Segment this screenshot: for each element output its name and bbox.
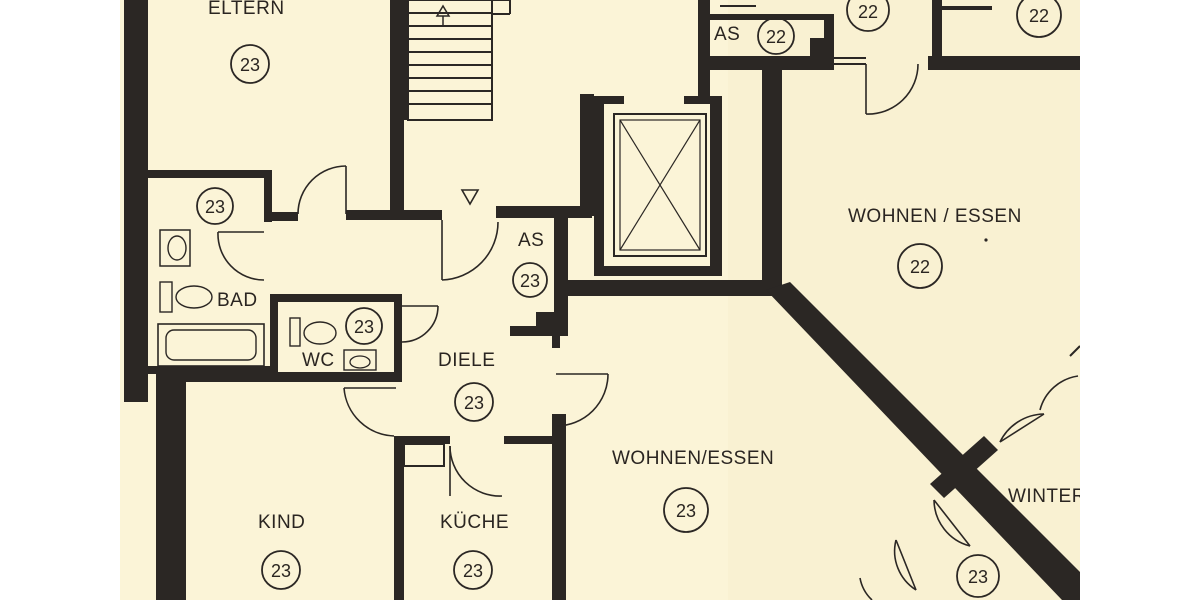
toilet-icon: [159, 281, 213, 313]
wall-stair-right: [404, 0, 409, 120]
wall-top-as-bottom: [698, 56, 832, 70]
elevator-icon: [613, 113, 707, 257]
wall-elevator-frame-top-r: [684, 96, 722, 104]
wall-as-right: [554, 206, 568, 336]
room-number-as-top: 22: [757, 17, 795, 55]
svg-text:22: 22: [858, 2, 878, 22]
kitchen-cabinet: [403, 443, 445, 467]
wc-sink-icon: [343, 349, 377, 371]
wall-top-right-header: [942, 6, 992, 10]
wall-elevator-left: [580, 94, 594, 216]
walls: [124, 0, 1080, 600]
svg-text:23: 23: [464, 393, 484, 413]
wall-elevator-frame-left: [594, 96, 604, 276]
thin-lines: [720, 5, 1081, 357]
wall-elevator-frame-bottom: [594, 266, 722, 276]
wall-diagonal: [766, 282, 1080, 600]
wall-diagonal-cross: [930, 436, 998, 498]
room-label-winter: WINTER: [1008, 486, 1086, 507]
wall-eltern-bottom: [346, 210, 442, 220]
room-label-wohnen-left: WOHNEN/ESSEN: [612, 448, 774, 469]
bathtub-icon: [157, 323, 265, 367]
wall-kueche-right: [552, 436, 566, 600]
svg-text:22: 22: [766, 27, 786, 47]
room-number-kind: 23: [261, 550, 301, 590]
wall-bad-top: [148, 170, 270, 178]
wall-bad-wc-divider: [270, 294, 278, 374]
room-number-top-right: 22: [1016, 0, 1062, 38]
wall-eltern-bottom-left: [268, 212, 298, 221]
room-number-bottom-right: 23: [956, 554, 1000, 598]
svg-text:23: 23: [205, 197, 225, 217]
wall-bad-right: [264, 170, 272, 222]
room-number-wc: 23: [345, 307, 383, 345]
svg-text:23: 23: [463, 561, 483, 581]
wall-elevator-frame-right: [710, 96, 722, 276]
wall-wc-right: [394, 294, 402, 380]
room-label-bad: BAD: [217, 290, 258, 311]
wall-top-as-box: [810, 38, 828, 60]
wall-bad-bottom: [148, 366, 272, 374]
room-label-kind: KIND: [258, 512, 305, 533]
room-number-diele: 23: [454, 382, 494, 422]
wall-top-right-vertical: [932, 0, 942, 68]
wall-corridor-horizontal: [554, 280, 782, 296]
svg-text:23: 23: [520, 271, 540, 291]
wall-eltern-right: [390, 0, 404, 216]
room-number-eltern: 23: [230, 44, 270, 84]
svg-text:23: 23: [354, 317, 374, 337]
room-number-as-left: 23: [512, 262, 548, 298]
outer-wall-left: [124, 0, 148, 402]
svg-text:23: 23: [271, 561, 291, 581]
wall-kueche-top-right: [504, 436, 566, 444]
room-label-as-left: AS: [518, 230, 544, 251]
room-label-wohnen-right: WOHNEN / ESSEN: [848, 206, 1022, 227]
svg-text:22: 22: [1029, 6, 1049, 26]
room-label-kueche: KÜCHE: [440, 512, 509, 533]
wall-top-as-right: [824, 14, 834, 70]
room-number-kueche: 23: [453, 550, 493, 590]
room-number-bad: 23: [196, 187, 234, 225]
room-label-wc: WC: [302, 350, 335, 371]
svg-text:23: 23: [676, 501, 696, 521]
wall-elevator-frame-top-l: [594, 96, 624, 104]
sink-icon: [159, 229, 191, 267]
wall-top-right-horizontal: [928, 56, 1080, 70]
wall-top-as-top: [706, 14, 832, 20]
room-number-wohnen-right: 22: [897, 243, 943, 289]
margin-right: [1080, 0, 1200, 600]
wall-as-top: [496, 206, 592, 218]
ink-dot: [984, 238, 988, 242]
margin-left: [0, 0, 120, 600]
svg-text:23: 23: [240, 55, 260, 75]
wall-kueche-top-left: [394, 436, 450, 444]
doors: [217, 63, 1079, 600]
wall-as-corner: [536, 312, 566, 336]
room-label-diele: DIELE: [438, 350, 495, 371]
wall-wc-bottom: [156, 372, 402, 382]
svg-text:23: 23: [968, 567, 988, 587]
room-label-eltern: ELTERN: [208, 0, 285, 19]
stair-down-arrow-icon: [460, 189, 480, 206]
wall-top-left-stub: [698, 0, 710, 96]
wall-corridor-vertical: [762, 60, 782, 296]
room-number-top-mid: 22: [846, 0, 890, 32]
svg-text:22: 22: [910, 257, 930, 277]
wall-kueche-left: [394, 436, 404, 600]
room-number-wohnen-left: 23: [663, 487, 709, 533]
wall-diele-right-stub2: [552, 414, 566, 444]
wall-diele-right-stub: [552, 336, 560, 348]
wall-wc-top: [270, 294, 402, 302]
wc-toilet-icon: [289, 317, 337, 347]
room-label-as-top: AS: [714, 24, 740, 45]
staircase: [407, 0, 511, 121]
outer-wall-left-lower: [156, 378, 186, 600]
